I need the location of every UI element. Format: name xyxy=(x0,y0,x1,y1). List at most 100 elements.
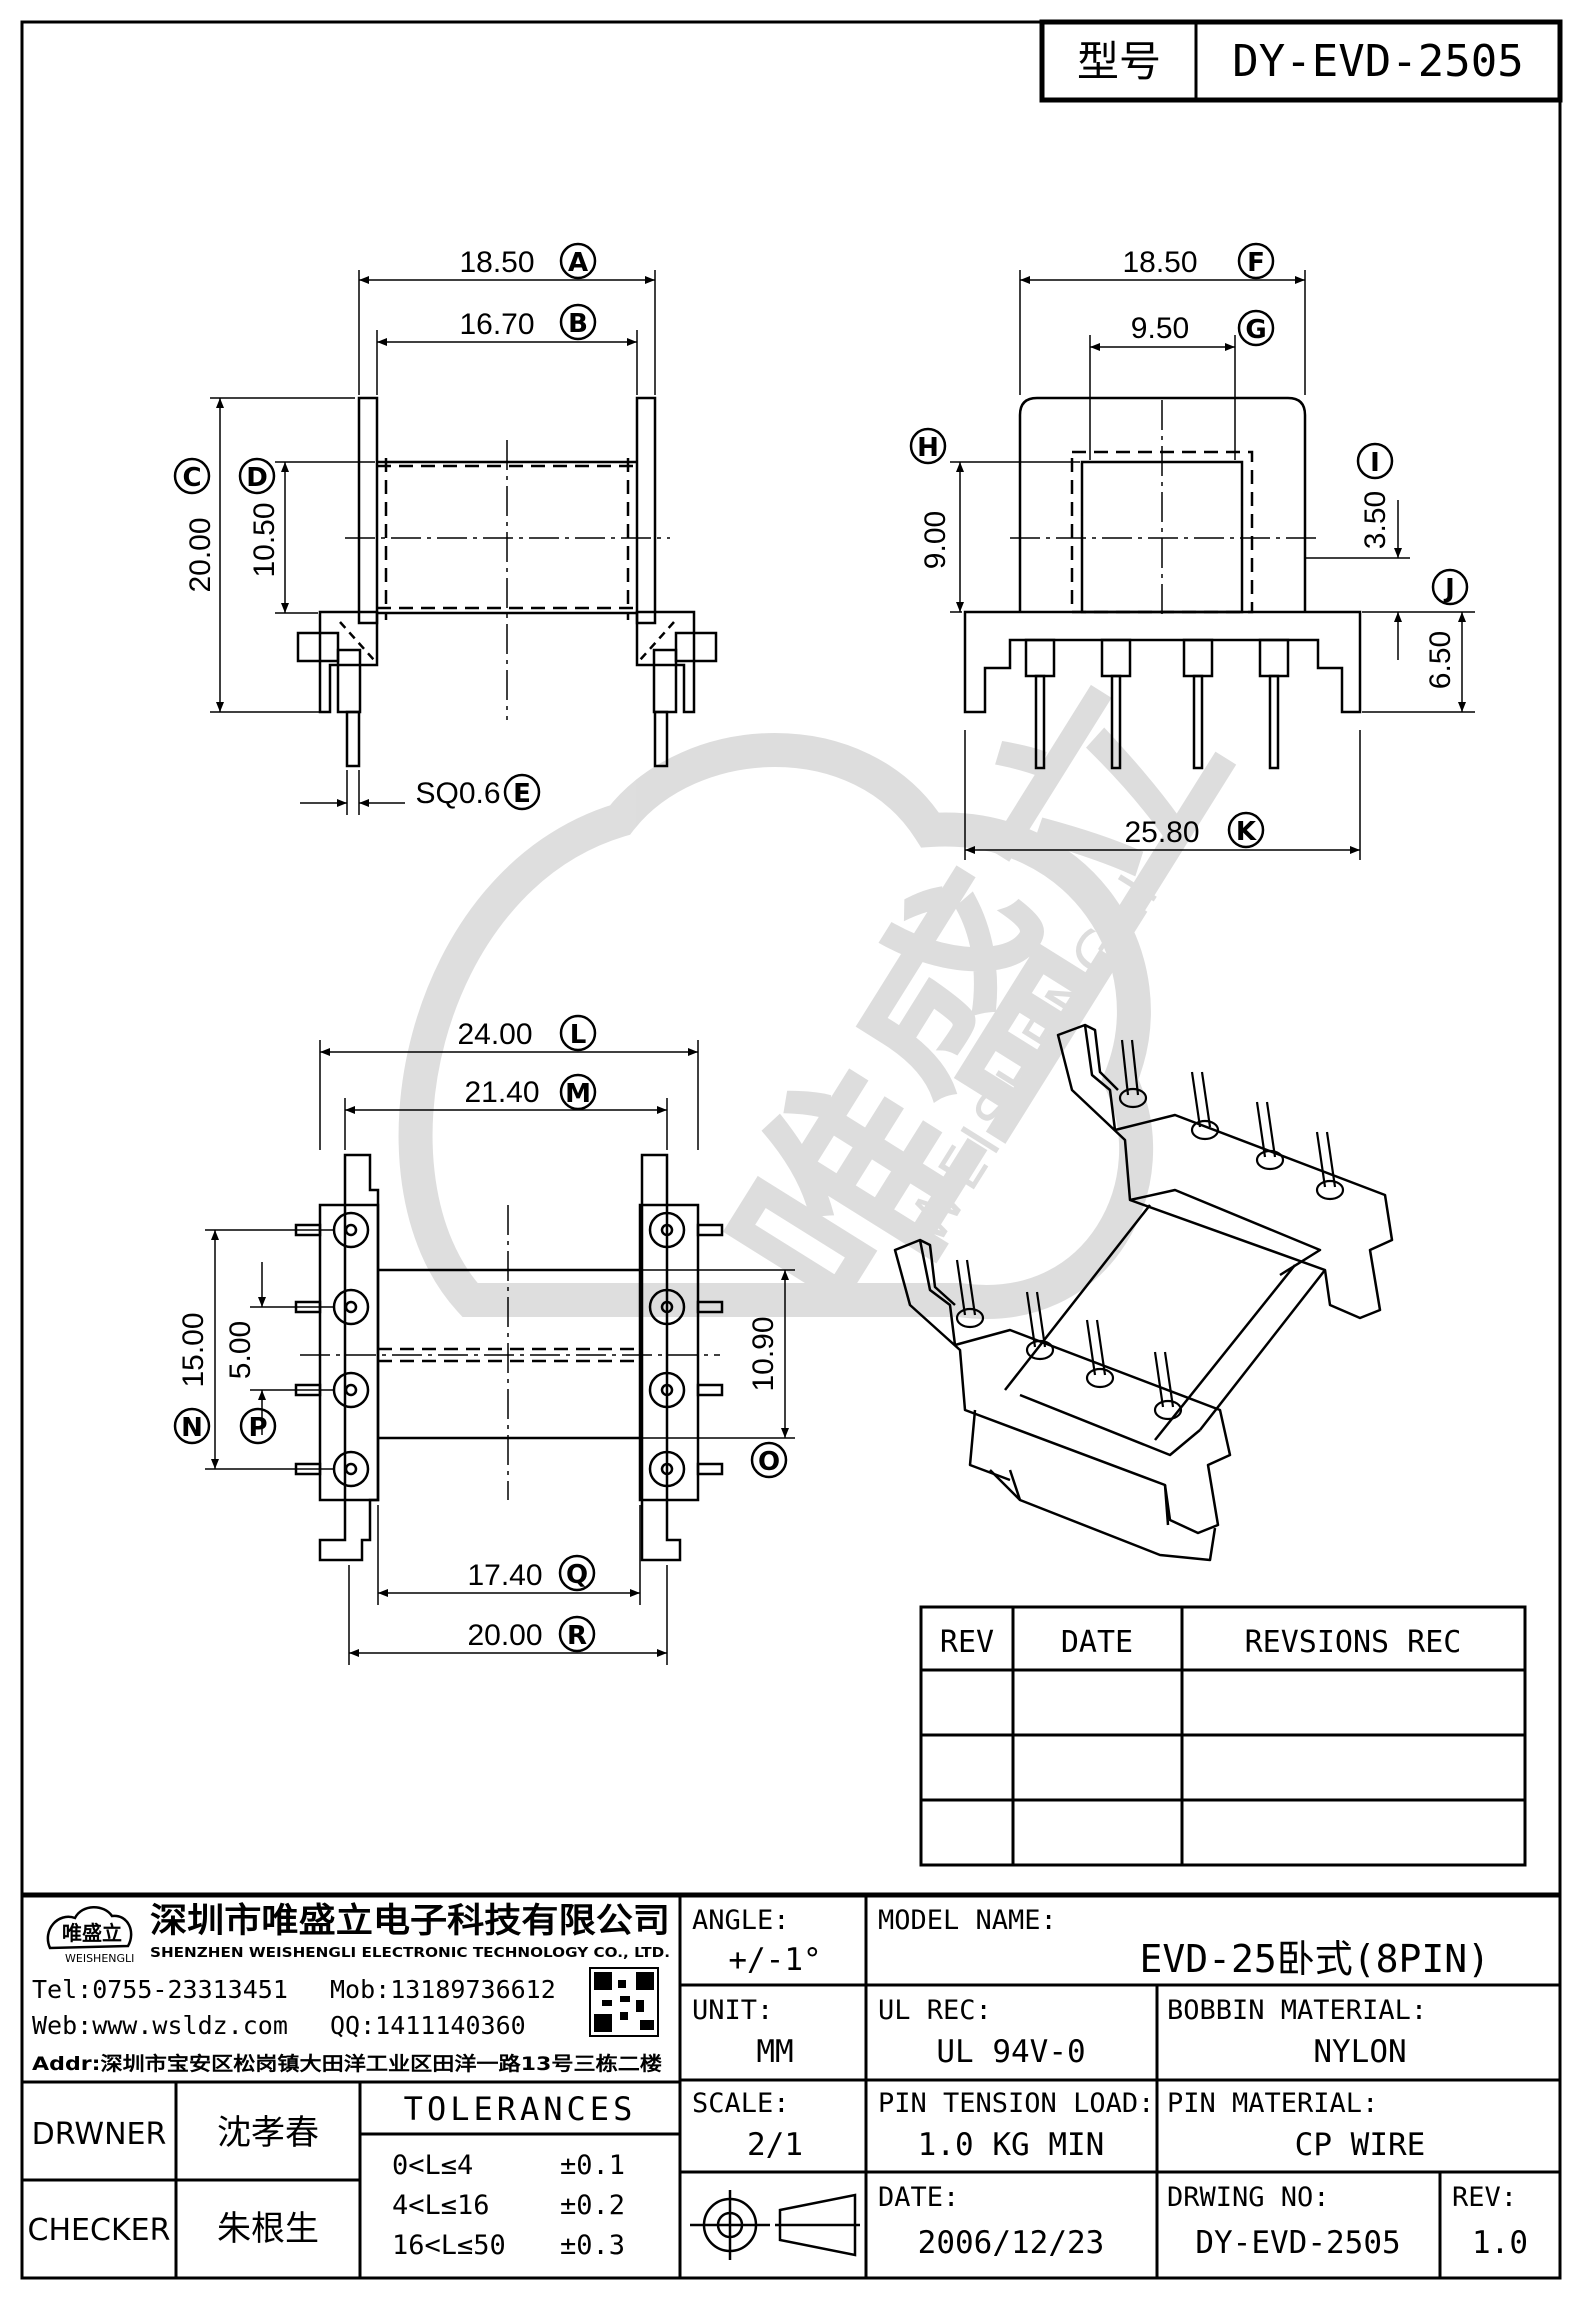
drawing-no-value: DY-EVD-2505 xyxy=(1195,2225,1400,2261)
company-name-cn: 深圳市唯盛立电子科技有限公司 xyxy=(150,1901,670,1941)
bottom-view-pins xyxy=(294,1211,724,1488)
rev-table-header-date: DATE xyxy=(1061,1625,1133,1660)
marker-P: P xyxy=(239,1407,277,1445)
angle-label: ANGLE: xyxy=(692,1905,790,1936)
pin-material-value: CP WIRE xyxy=(1295,2127,1426,2163)
dim-J-value: 6.50 xyxy=(1424,631,1457,689)
dim-P-value: 5.00 xyxy=(224,1321,257,1379)
dim-O-value: 10.90 xyxy=(747,1316,780,1391)
revision-table xyxy=(919,1605,1527,1867)
svg-text:I: I xyxy=(1370,448,1380,478)
company-logo: 唯盛立 WEISHENGLI xyxy=(46,1906,134,1965)
rev-label: REV: xyxy=(1452,2182,1517,2213)
dim-H-value: 9.00 xyxy=(919,511,952,569)
angle-value: +/-1° xyxy=(728,1942,821,1978)
marker-B: B xyxy=(559,303,597,341)
tolerance-value-3: ±0.3 xyxy=(560,2230,625,2261)
marker-F: F xyxy=(1237,242,1275,280)
pin-tension-value: 1.0 KG MIN xyxy=(918,2127,1105,2163)
company-qq: QQ:1411140360 xyxy=(330,2011,526,2040)
dim-G-value: 9.50 xyxy=(1131,312,1189,345)
svg-text:P: P xyxy=(248,1413,267,1443)
marker-J: J xyxy=(1431,568,1469,606)
bottom-view xyxy=(300,1153,720,1562)
dim-N-value: 15.00 xyxy=(177,1312,210,1387)
bobbin-material-label: BOBBIN MATERIAL: xyxy=(1167,1995,1427,2026)
svg-text:C: C xyxy=(182,463,201,493)
drawer-label: DRWNER xyxy=(32,2117,167,2152)
header-label: 型号 xyxy=(1077,37,1161,86)
drawer-name: 沈孝春 xyxy=(217,2113,319,2153)
tolerance-range-2: 4<L≤16 xyxy=(392,2190,490,2221)
svg-text:R: R xyxy=(567,1621,587,1651)
dim-I-value: 3.50 xyxy=(1359,491,1392,549)
scale-label: SCALE: xyxy=(692,2088,790,2119)
marker-O: O xyxy=(750,1441,788,1479)
company-web: Web:www.wsldz.com xyxy=(32,2011,288,2040)
projection-symbol-icon xyxy=(690,2190,860,2260)
dim-E-value: SQ0.6 xyxy=(415,777,500,810)
tolerance-value-1: ±0.1 xyxy=(560,2150,625,2181)
svg-text:Q: Q xyxy=(566,1560,588,1590)
isometric-pins xyxy=(955,1039,1345,1421)
marker-H: H xyxy=(909,427,947,465)
marker-Q: Q xyxy=(558,1554,596,1592)
rev-table-header-rev: REV xyxy=(940,1625,994,1660)
marker-I: I xyxy=(1356,442,1394,480)
dim-R-value: 20.00 xyxy=(467,1619,542,1652)
front-view-dimensions xyxy=(210,270,656,815)
side-view-dimensions xyxy=(950,270,1475,860)
watermark-logo: 唯盛立 WEISHENGLI xyxy=(398,639,1277,1365)
dim-K-value: 25.80 xyxy=(1124,816,1199,849)
dim-A-value: 18.50 xyxy=(459,246,534,279)
unit-value: MM xyxy=(756,2034,793,2070)
bobbin-material-value: NYLON xyxy=(1313,2034,1406,2070)
svg-text:M: M xyxy=(565,1079,591,1109)
marker-R: R xyxy=(558,1615,596,1653)
ul-rec-value: UL 94V-0 xyxy=(936,2034,1085,2070)
svg-text:D: D xyxy=(246,463,268,493)
drawing-no-label: DRWING NO: xyxy=(1167,2182,1330,2213)
unit-label: UNIT: xyxy=(692,1995,773,2026)
svg-text:F: F xyxy=(1247,248,1265,278)
svg-text:E: E xyxy=(513,779,531,809)
svg-text:B: B xyxy=(568,309,588,339)
rev-value: 1.0 xyxy=(1472,2225,1528,2261)
company-tel: Tel:0755-23313451 xyxy=(32,1975,288,2004)
dim-C-value: 20.00 xyxy=(184,517,217,592)
company-address: Addr:深圳市宝安区松岗镇大田洋工业区田洋一路13号三栋二楼 xyxy=(32,2052,662,2075)
header-model-box: 型号 DY-EVD-2505 xyxy=(1039,19,1563,103)
dim-B-value: 16.70 xyxy=(459,308,534,341)
marker-M: M xyxy=(559,1073,597,1111)
front-view xyxy=(296,396,718,768)
dim-D-value: 10.50 xyxy=(248,502,281,577)
marker-G: G xyxy=(1237,309,1275,347)
dim-M-value: 21.40 xyxy=(464,1076,539,1109)
model-name-label: MODEL NAME: xyxy=(878,1905,1057,1936)
marker-D: D xyxy=(238,457,276,495)
svg-text:L: L xyxy=(570,1020,587,1050)
dim-L-value: 24.00 xyxy=(457,1018,532,1051)
tolerance-value-2: ±0.2 xyxy=(560,2190,625,2221)
tolerance-range-1: 0<L≤4 xyxy=(392,2150,473,2181)
company-name-en: SHENZHEN WEISHENGLI ELECTRONIC TECHNOLOG… xyxy=(150,1946,670,1961)
company-mob: Mob:13189736612 xyxy=(330,1975,556,2004)
svg-text:O: O xyxy=(758,1447,780,1477)
svg-text:A: A xyxy=(568,248,588,278)
marker-A: A xyxy=(559,242,597,280)
date-value: 2006/12/23 xyxy=(918,2225,1105,2261)
header-model: DY-EVD-2505 xyxy=(1232,36,1523,87)
svg-text:J: J xyxy=(1443,574,1455,604)
logo-cn: 唯盛立 xyxy=(62,1921,122,1945)
pin-material-label: PIN MATERIAL: xyxy=(1167,2088,1378,2119)
rev-table-header-rec: REVSIONS REC xyxy=(1245,1625,1462,1660)
scale-value: 2/1 xyxy=(747,2127,803,2163)
marker-N: N xyxy=(173,1407,211,1445)
marker-K: K xyxy=(1227,811,1265,849)
logo-en: WEISHENGLI xyxy=(65,1952,134,1965)
drawing-border xyxy=(20,20,1562,2280)
svg-text:H: H xyxy=(917,433,939,463)
pin-tension-label: PIN TENSION LOAD: xyxy=(878,2088,1154,2119)
tolerance-range-3: 16<L≤50 xyxy=(392,2230,506,2261)
